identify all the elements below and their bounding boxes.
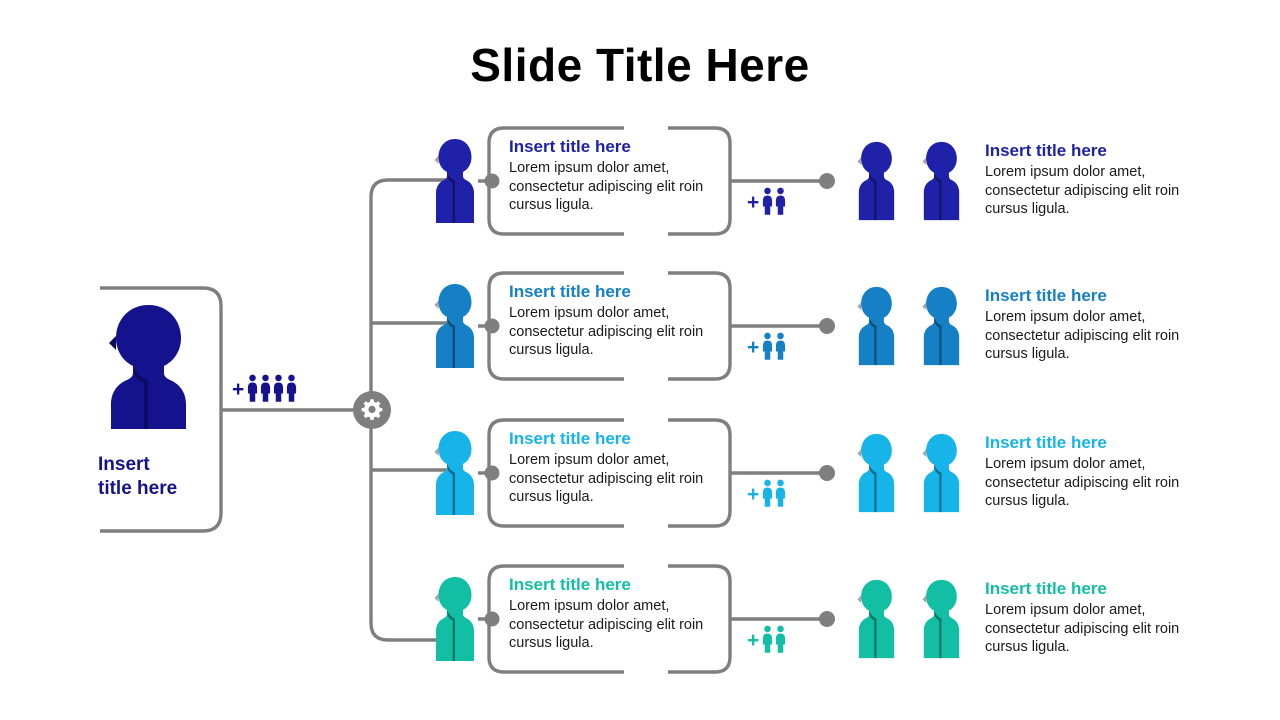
right-body: Lorem ipsum dolor amet, consectetur adip… (985, 456, 1180, 510)
mini-person-icon (248, 374, 258, 402)
content-card[interactable]: Insert title here Lorem ipsum dolor amet… (489, 420, 730, 526)
plus-sign: + (747, 483, 760, 506)
person-silhouette-icon (434, 577, 474, 661)
right-title: Insert title here (985, 286, 1107, 305)
root-node[interactable]: Insert title here (96, 287, 222, 532)
branch-person-group-icon: + (747, 479, 786, 507)
root-label-line-1: Insert (98, 454, 150, 475)
branch-person-icon (432, 138, 478, 224)
person-silhouette-icon (922, 141, 960, 221)
end-dot-row-2 (819, 318, 835, 334)
card-title: Insert title here (509, 137, 631, 156)
branch-trunk (369, 178, 394, 642)
mini-person-icon (763, 625, 773, 653)
right-body: Lorem ipsum dolor amet, consectetur adip… (985, 309, 1180, 363)
end-dot-row-4 (819, 611, 835, 627)
card-title: Insert title here (509, 429, 631, 448)
mini-person-icon (763, 332, 773, 360)
right-text-block: Insert title here Lorem ipsum dolor amet… (985, 578, 1181, 657)
person-silhouette-icon (922, 286, 960, 366)
person-silhouette-icon (434, 139, 474, 223)
person-silhouette-icon (109, 305, 186, 429)
branch-person-icon (432, 576, 478, 662)
person-silhouette-icon (922, 433, 960, 513)
card-body: Lorem ipsum dolor amet, consectetur adip… (509, 452, 704, 506)
card-body: Lorem ipsum dolor amet, consectetur adip… (509, 305, 704, 359)
branch-person-group-icon: + (747, 187, 786, 215)
right-body: Lorem ipsum dolor amet, consectetur adip… (985, 164, 1180, 218)
root-person-group-icon: + (232, 374, 297, 402)
right-text-block: Insert title here Lorem ipsum dolor amet… (985, 432, 1181, 511)
content-card[interactable]: Insert title here Lorem ipsum dolor amet… (489, 128, 730, 234)
mini-person-icon (763, 479, 773, 507)
end-dot-row-1 (819, 173, 835, 189)
end-dot-row-3 (819, 465, 835, 481)
card-title: Insert title here (509, 575, 631, 594)
page-title: Slide Title Here (470, 39, 810, 91)
gear-hub-icon (353, 391, 391, 429)
right-text-block: Insert title here Lorem ipsum dolor amet… (985, 140, 1181, 219)
content-card[interactable]: Insert title here Lorem ipsum dolor amet… (489, 566, 730, 672)
right-people-pair (855, 286, 967, 366)
right-title: Insert title here (985, 433, 1107, 452)
plus-sign: + (747, 191, 760, 214)
branch-person-group-icon: + (747, 625, 786, 653)
mini-person-icon (776, 625, 786, 653)
mini-person-icon (274, 374, 284, 402)
mini-person-icon (776, 332, 786, 360)
person-silhouette-icon (857, 141, 895, 221)
mini-person-icon (776, 187, 786, 215)
mini-person-icon (763, 187, 773, 215)
mini-person-icon (287, 374, 297, 402)
branch-person-icon (432, 430, 478, 516)
plus-sign: + (747, 336, 760, 359)
branch-person-icon (432, 283, 478, 369)
right-title: Insert title here (985, 141, 1107, 160)
right-text-block: Insert title here Lorem ipsum dolor amet… (985, 285, 1181, 364)
card-body: Lorem ipsum dolor amet, consectetur adip… (509, 598, 704, 652)
content-card[interactable]: Insert title here Lorem ipsum dolor amet… (489, 273, 730, 379)
root-node-label: Insert title here (96, 453, 220, 501)
person-silhouette-icon (857, 286, 895, 366)
right-title: Insert title here (985, 579, 1107, 598)
mini-person-icon (776, 479, 786, 507)
card-body: Lorem ipsum dolor amet, consectetur adip… (509, 160, 704, 214)
right-people-pair (855, 433, 967, 513)
right-people-pair (855, 141, 967, 221)
person-silhouette-icon (434, 431, 474, 515)
person-silhouette-icon (857, 433, 895, 513)
branch-person-group-icon: + (747, 332, 786, 360)
mini-person-icon (261, 374, 271, 402)
plus-sign: + (232, 378, 245, 401)
root-label-line-2: title here (98, 477, 178, 499)
person-silhouette-icon (857, 579, 895, 659)
right-people-pair (855, 579, 967, 659)
card-title: Insert title here (509, 282, 631, 301)
person-silhouette-icon (922, 579, 960, 659)
person-silhouette-icon (434, 284, 474, 368)
right-body: Lorem ipsum dolor amet, consectetur adip… (985, 602, 1180, 656)
plus-sign: + (747, 629, 760, 652)
